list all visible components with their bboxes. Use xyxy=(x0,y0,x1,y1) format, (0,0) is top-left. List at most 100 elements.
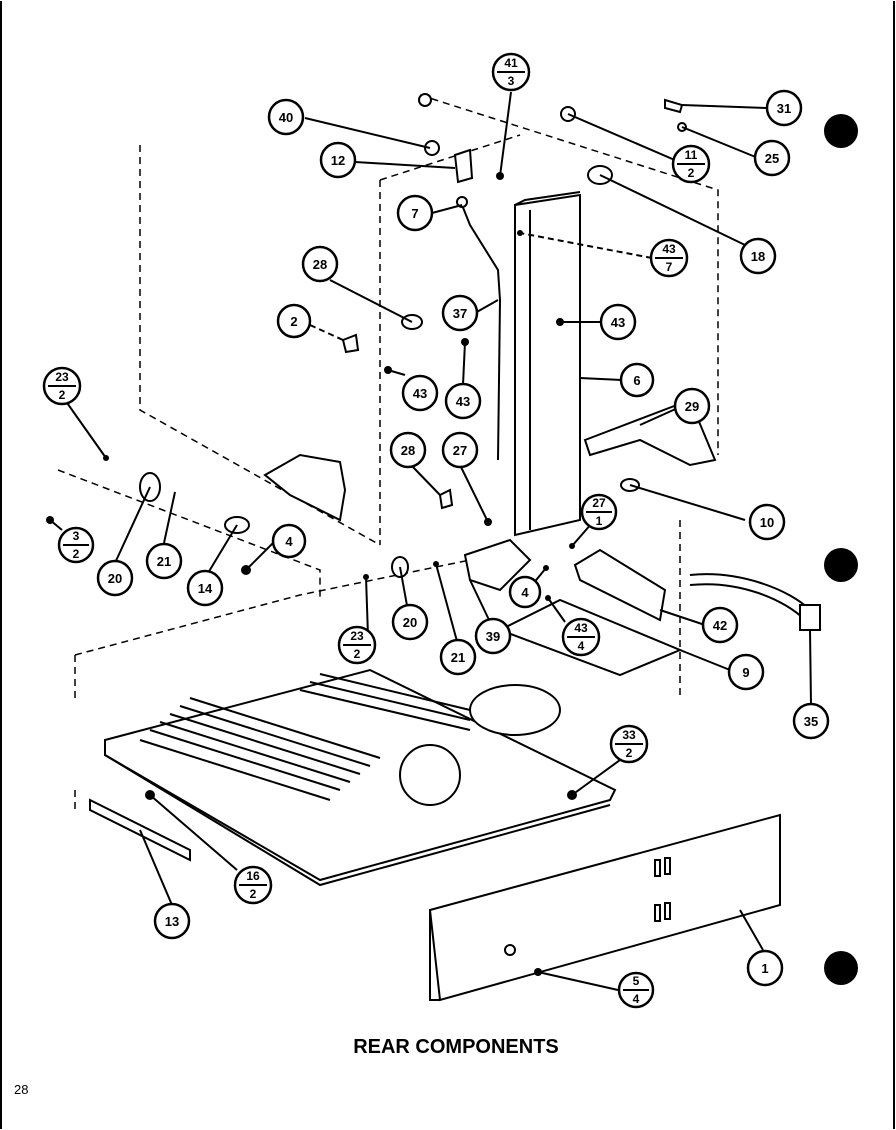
svg-text:27: 27 xyxy=(453,443,467,458)
bracket-42 xyxy=(573,548,667,622)
svg-text:23: 23 xyxy=(350,629,364,643)
svg-text:23: 23 xyxy=(55,370,69,384)
svg-text:20: 20 xyxy=(108,571,122,586)
upper-bracket xyxy=(263,453,347,522)
svg-text:43: 43 xyxy=(574,621,588,635)
svg-text:43: 43 xyxy=(611,315,625,330)
callout-16-2: 162 xyxy=(233,865,273,905)
svg-text:39: 39 xyxy=(486,629,500,644)
callout-10: 10 xyxy=(748,503,786,541)
callout-43-4: 434 xyxy=(561,617,601,657)
callout-5-4: 54 xyxy=(617,971,655,1009)
callout-21-mid: 21 xyxy=(439,638,477,676)
svg-text:3: 3 xyxy=(508,74,515,88)
svg-text:1: 1 xyxy=(761,961,768,976)
svg-text:5: 5 xyxy=(633,974,640,988)
callout-43-7: 437 xyxy=(649,238,689,278)
callout-41-3: 413 xyxy=(491,52,531,92)
svg-text:43: 43 xyxy=(456,394,470,409)
svg-text:2: 2 xyxy=(73,547,80,561)
callout-40: 40 xyxy=(267,98,305,136)
callout-25: 25 xyxy=(753,139,791,177)
svg-text:37: 37 xyxy=(453,306,467,321)
svg-text:11: 11 xyxy=(685,148,698,162)
svg-text:4: 4 xyxy=(578,639,585,653)
callout-2: 2 xyxy=(276,303,312,339)
rear-access-panel xyxy=(428,813,781,1002)
svg-text:4: 4 xyxy=(521,585,529,600)
callout-13: 13 xyxy=(153,902,191,940)
svg-text:7: 7 xyxy=(411,206,418,221)
svg-text:2: 2 xyxy=(626,746,633,760)
svg-text:10: 10 xyxy=(760,515,774,530)
svg-text:2: 2 xyxy=(354,647,361,661)
callout-43-left: 43 xyxy=(401,374,439,412)
callout-20-mid: 20 xyxy=(391,603,429,641)
callout-31: 31 xyxy=(765,89,803,127)
leader-lines xyxy=(49,91,812,991)
svg-text:43: 43 xyxy=(413,386,427,401)
svg-text:12: 12 xyxy=(331,153,345,168)
svg-text:31: 31 xyxy=(777,101,791,116)
callout-1: 1 xyxy=(746,949,784,987)
page-number: 28 xyxy=(14,1082,28,1097)
svg-text:6: 6 xyxy=(633,373,640,388)
diagram-title: REAR COMPONENTS xyxy=(353,1036,559,1058)
callout-18: 18 xyxy=(739,237,777,275)
svg-text:43: 43 xyxy=(662,242,676,256)
svg-text:35: 35 xyxy=(804,714,818,729)
svg-text:1: 1 xyxy=(596,514,603,528)
callout-27-1: 271 xyxy=(580,493,618,531)
callout-35: 35 xyxy=(792,702,830,740)
svg-text:9: 9 xyxy=(742,665,749,680)
bracket-39 xyxy=(463,538,532,592)
svg-text:4: 4 xyxy=(285,534,293,549)
condenser-base xyxy=(104,668,617,887)
svg-text:28: 28 xyxy=(313,257,327,272)
svg-text:13: 13 xyxy=(165,914,179,929)
svg-text:2: 2 xyxy=(250,887,257,901)
callout-39: 39 xyxy=(474,617,512,655)
svg-text:21: 21 xyxy=(157,554,171,569)
svg-text:29: 29 xyxy=(685,399,699,414)
defrost-tube xyxy=(461,204,502,461)
callout-43-mid: 43 xyxy=(444,382,482,420)
callout-29: 29 xyxy=(673,387,711,425)
callout-37: 37 xyxy=(441,294,479,332)
callout-14: 14 xyxy=(186,569,224,607)
callout-21-left: 21 xyxy=(145,542,183,580)
callout-28-lower: 28 xyxy=(389,431,427,469)
callout-6: 6 xyxy=(619,362,655,398)
callout-33-2: 332 xyxy=(609,724,649,764)
binder-holes xyxy=(824,114,858,985)
tube-35 xyxy=(689,573,811,611)
svg-text:7: 7 xyxy=(666,260,673,274)
callout-7: 7 xyxy=(396,194,434,232)
callout-9: 9 xyxy=(727,653,765,691)
svg-text:25: 25 xyxy=(765,151,779,166)
callout-42: 42 xyxy=(701,606,739,644)
svg-text:14: 14 xyxy=(198,581,213,596)
svg-text:2: 2 xyxy=(290,314,297,329)
svg-text:2: 2 xyxy=(59,388,66,402)
svg-text:21: 21 xyxy=(451,650,465,665)
svg-text:2: 2 xyxy=(688,166,695,180)
callout-11-2: 112 xyxy=(671,144,711,184)
svg-text:18: 18 xyxy=(751,249,765,264)
svg-text:41: 41 xyxy=(504,56,518,70)
rear-duct-panel xyxy=(514,191,581,537)
callout-28-upper: 28 xyxy=(301,245,339,283)
callout-12: 12 xyxy=(319,141,357,179)
svg-text:27: 27 xyxy=(592,496,606,510)
svg-text:40: 40 xyxy=(279,110,293,125)
svg-text:33: 33 xyxy=(622,728,636,742)
callout-3-2: 32 xyxy=(57,526,95,564)
callout-23-2-mid: 232 xyxy=(337,625,377,665)
callout-23-2-left: 232 xyxy=(42,366,82,406)
svg-text:4: 4 xyxy=(633,992,640,1006)
svg-text:42: 42 xyxy=(713,618,727,633)
callout-20-left: 20 xyxy=(96,559,134,597)
callout-43-right: 43 xyxy=(599,303,637,341)
